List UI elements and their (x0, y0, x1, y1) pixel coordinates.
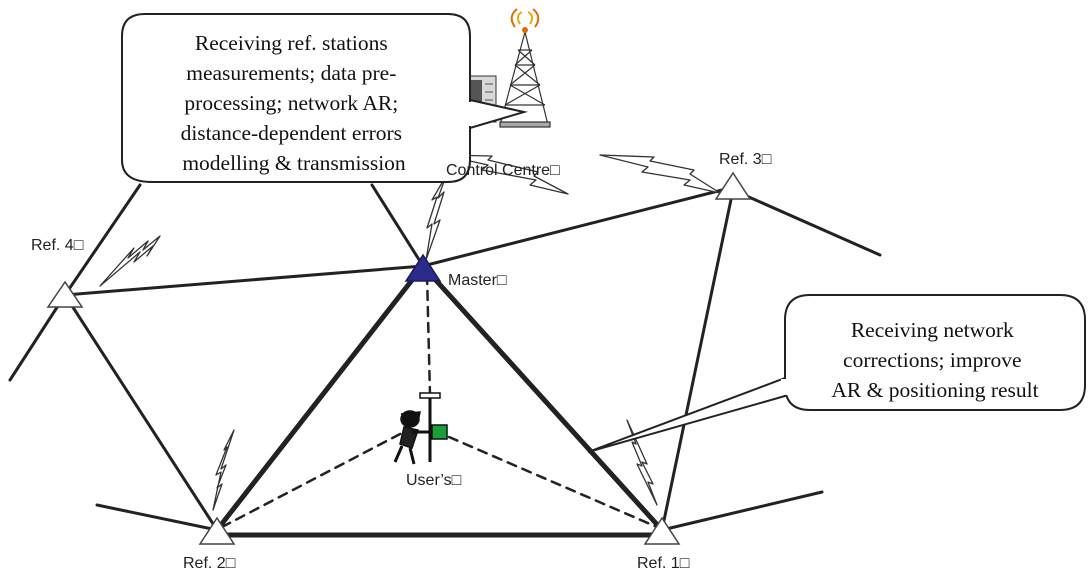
ref4-label: Ref. 4□ (31, 237, 84, 254)
network-lines (8, 183, 882, 538)
baseline-master-ref2 (214, 263, 426, 533)
user-callout-line: AR & positioning result (831, 378, 1038, 402)
user-callout-text: Receiving network corrections; improve A… (831, 318, 1038, 402)
control-callout-line: distance-dependent errors (181, 121, 402, 145)
station-markers (46, 171, 752, 545)
user-callout-line: corrections; improve (843, 348, 1022, 372)
dashed-link-ref2-user (220, 431, 404, 529)
tower-signal-icon (510, 8, 540, 33)
user-label: User’s□ (406, 472, 462, 489)
control-centre-callout-bubble (121, 13, 471, 183)
baseline-ref3-right (731, 188, 882, 257)
control-callout-line: modelling & transmission (182, 151, 406, 175)
ref2-label: Ref. 2□ (183, 555, 236, 572)
ref3-station-marker (714, 171, 752, 200)
lightning-link-icon (442, 154, 569, 195)
dashed-link-user-ref1 (447, 435, 659, 529)
baseline-ref4-up (63, 183, 142, 297)
lightning-link-icon (99, 235, 161, 287)
control-callout-line: measurements; data pre- (186, 61, 396, 85)
dashed-link-master-user (425, 273, 432, 397)
control-callout-line: Receiving ref. stations (195, 31, 388, 55)
master-station-marker (404, 253, 442, 282)
ref3-label: Ref. 3□ (719, 151, 772, 168)
ref2-station-marker (198, 516, 236, 545)
baseline-ref1-right (660, 490, 824, 532)
lightning-link-icon (599, 154, 721, 194)
control-callout-line: processing; network AR; (184, 91, 398, 115)
station-labels: Master□ Ref. 1□ Ref. 2□ Ref. 3□ Ref. 4□ … (31, 151, 772, 572)
radio-links (99, 154, 721, 511)
baseline-master-up (370, 183, 425, 268)
user-callout-line: Receiving network (851, 318, 1014, 342)
ref4-station-marker (46, 280, 84, 308)
lightning-link-icon (626, 419, 658, 506)
user-callout-bubble (784, 294, 1086, 411)
user-callout-pointer (587, 376, 786, 453)
baseline-ref4-ref2 (63, 293, 219, 532)
control-centre-label: Control Centre□ (446, 162, 560, 179)
ref1-station-marker (643, 516, 681, 545)
baseline-master-ref1 (420, 263, 665, 533)
baseline-ref3-ref1 (660, 188, 735, 532)
baseline-ref4-left (8, 293, 67, 382)
master-label: Master□ (448, 272, 507, 289)
baseline-ref4-master (63, 264, 425, 297)
lightning-link-icon (212, 429, 235, 511)
ref1-label: Ref. 1□ (637, 555, 690, 572)
lightning-link-icon (425, 175, 447, 261)
control-callout-text: Receiving ref. stations measurements; da… (181, 31, 408, 175)
baseline-master-ref3 (421, 186, 732, 268)
baseline-ref2-left (95, 503, 219, 532)
surveyor-person-icon (393, 392, 448, 465)
